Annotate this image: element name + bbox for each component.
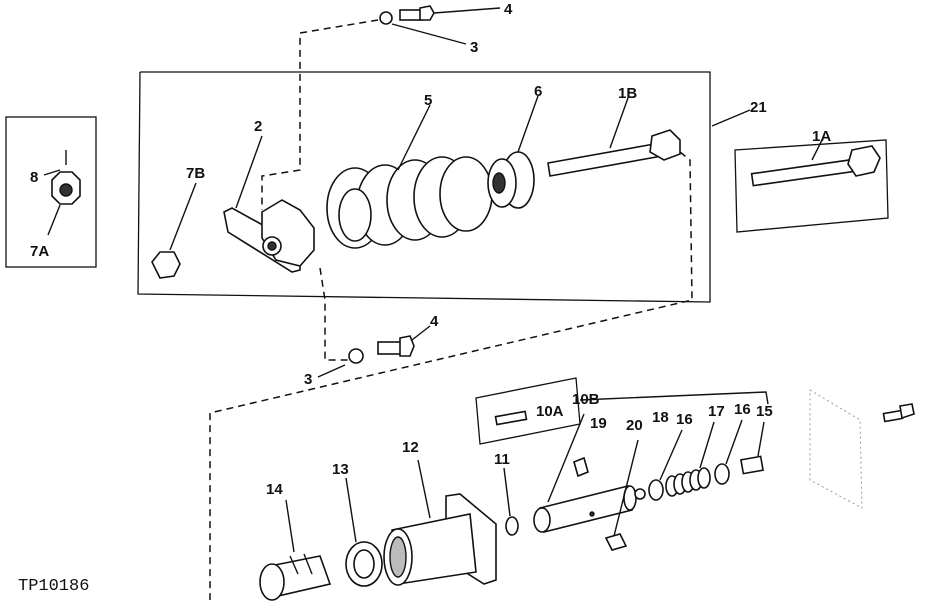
callout-11: 11 [494, 451, 510, 468]
adjuster-cylinder-10b [533, 413, 765, 551]
dashed-guide-mid [319, 267, 352, 361]
callout-4-mid: 4 [430, 313, 439, 330]
callout-5: 5 [424, 92, 432, 109]
callout-1b: 1B [618, 85, 637, 102]
spring-cup-6: 6 [487, 83, 542, 209]
box-10a: 10A [475, 377, 581, 445]
callout-4-top: 4 [504, 1, 513, 18]
lock-washer-icon [379, 11, 393, 25]
mounting-plate [809, 389, 915, 509]
housing-12: 12 [383, 439, 497, 586]
o-ring-11: 11 [494, 451, 519, 536]
callout-16a: 16 [676, 411, 693, 428]
callout-17: 17 [708, 403, 725, 420]
callout-12: 12 [402, 439, 419, 456]
callout-13: 13 [332, 461, 349, 478]
bolt-icon [399, 9, 423, 21]
mid-fasteners: 4 3 [304, 313, 439, 388]
callout-6: 6 [534, 83, 542, 100]
small-spring-17 [665, 467, 711, 497]
coil-spring-icon: 5 [326, 92, 493, 249]
piston-14: 14 [259, 481, 332, 601]
callout-3-top: 3 [470, 39, 478, 56]
figure-code: TP10186 [18, 577, 89, 596]
callout-20: 20 [626, 417, 643, 434]
callout-8: 8 [30, 169, 38, 186]
callout-10b: 10B [572, 391, 600, 408]
callout-19: 19 [590, 415, 607, 432]
callout-2: 2 [254, 118, 262, 135]
callout-1a: 1A [812, 128, 831, 145]
callout-7a: 7A [30, 243, 49, 260]
bracket-2: 2 [223, 118, 315, 273]
inset-box-7a: 8 7A [5, 116, 97, 268]
callout-10a: 10A [536, 403, 564, 420]
callout-18: 18 [652, 409, 669, 426]
seal-13: 13 [332, 461, 383, 587]
dashed-guide-top [261, 19, 379, 210]
nut-7b: 7B [151, 165, 205, 279]
assembly-box-21: 21 [137, 71, 767, 303]
callout-21: 21 [750, 99, 767, 116]
callout-7b: 7B [186, 165, 205, 182]
top-fasteners: 4 3 [379, 1, 513, 56]
callout-16b: 16 [734, 401, 751, 418]
callout-15: 15 [756, 403, 773, 420]
callout-14: 14 [266, 481, 283, 498]
bolt-1b: 1B [547, 85, 681, 177]
bolt-icon [750, 158, 854, 187]
dashed-guide-main [209, 151, 693, 600]
callout-3-mid: 3 [304, 371, 312, 388]
inset-box-1a: 1A [734, 128, 889, 233]
callouts-10b-group: 10B 19 20 18 16 17 16 15 [572, 391, 773, 434]
